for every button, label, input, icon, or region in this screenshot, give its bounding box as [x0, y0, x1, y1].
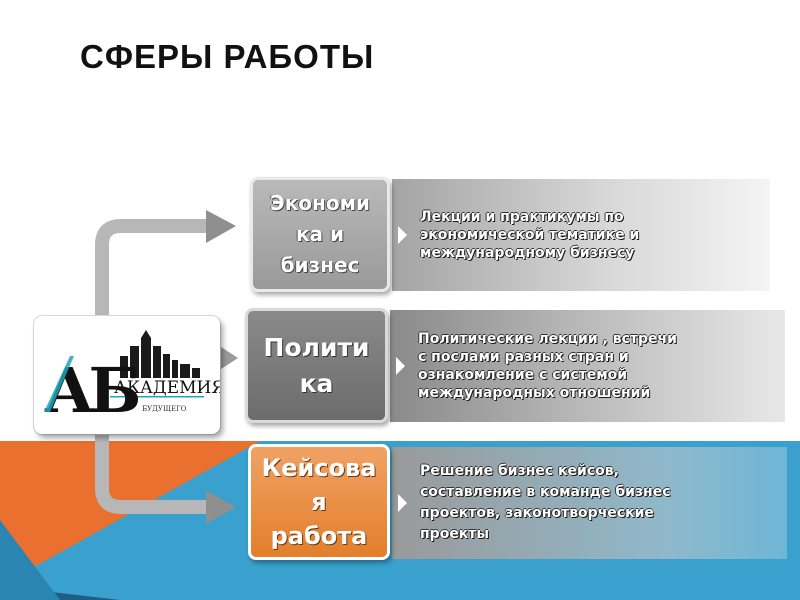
academy-logo: АБ АКАДЕМИЯ БУДУЩЕГО	[34, 316, 220, 434]
category-economics: Экономи ка и бизнес	[250, 177, 390, 292]
logo-name: АКАДЕМИЯ	[114, 378, 220, 398]
arrow-head-3	[206, 491, 236, 524]
logo-teal-stroke	[44, 356, 74, 412]
description-economics: Лекции и практикумы по экономической тем…	[420, 209, 640, 261]
chevron-right-icon	[396, 357, 405, 375]
logo-initials: АБ	[44, 354, 138, 427]
description-bar-politics: Политические лекции , встречи с послами …	[390, 310, 785, 422]
arrow-head-2	[218, 345, 238, 371]
logo-graphic: АБ АКАДЕМИЯ БУДУЩЕГО	[44, 330, 220, 427]
description-bar-case-work: Решение бизнес кейсов, составление в ком…	[392, 447, 787, 559]
category-politics: Полити ка	[245, 308, 388, 423]
chevron-right-icon	[398, 494, 407, 512]
description-politics: Политические лекции , встречи с послами …	[418, 331, 677, 401]
skyline-icon	[120, 330, 200, 378]
arrow-trunk-upper	[95, 219, 208, 330]
page-title: СФЕРЫ РАБОТЫ	[80, 38, 375, 75]
description-bar-economics: Лекции и практикумы по экономической тем…	[392, 179, 770, 291]
description-case-work: Решение бизнес кейсов, составление в ком…	[420, 463, 671, 542]
category-case-work: Кейсова я работа	[248, 444, 390, 560]
chevron-right-icon	[398, 226, 407, 244]
logo-subtitle: БУДУЩЕГО	[142, 405, 187, 413]
arrow-head-1	[206, 210, 236, 243]
bg-light-blue-triangle	[0, 520, 60, 600]
arrow-trunk-lower	[95, 430, 208, 514]
